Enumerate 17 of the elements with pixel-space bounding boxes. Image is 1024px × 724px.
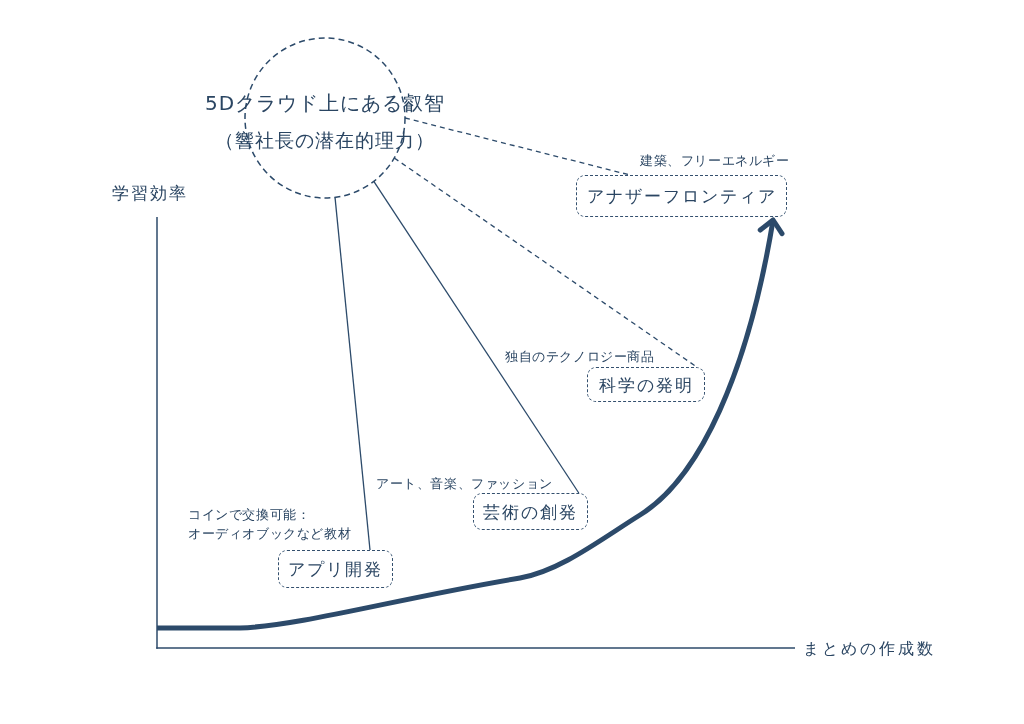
box-caption: コインで交換可能：オーディオブックなど教材 bbox=[188, 506, 352, 543]
box-caption: アート、音楽、ファッション bbox=[376, 475, 553, 493]
x-axis-title: まとめの作成数 bbox=[803, 638, 936, 660]
category-box: アプリ開発 bbox=[278, 550, 393, 588]
dashed-connector-line bbox=[393, 157, 698, 368]
dashed-connector-line bbox=[404, 117, 631, 176]
trend-curve-arrow bbox=[157, 217, 785, 631]
category-box: 芸術の創発 bbox=[473, 493, 588, 530]
category-box: アナザーフロンティア bbox=[576, 175, 787, 217]
category-box: 科学の発明 bbox=[587, 367, 705, 402]
y-axis-title: 学習効率 bbox=[112, 182, 188, 204]
connector-line bbox=[373, 180, 580, 494]
circle-title: 5Dクラウド上にある叡智 bbox=[204, 90, 446, 116]
box-caption: 建築、フリーエネルギー bbox=[640, 152, 790, 170]
circle-subtitle: （響社長の潜在的理力） bbox=[215, 129, 435, 151]
connector-line bbox=[334, 196, 371, 551]
box-caption: 独自のテクノロジー商品 bbox=[505, 348, 655, 366]
